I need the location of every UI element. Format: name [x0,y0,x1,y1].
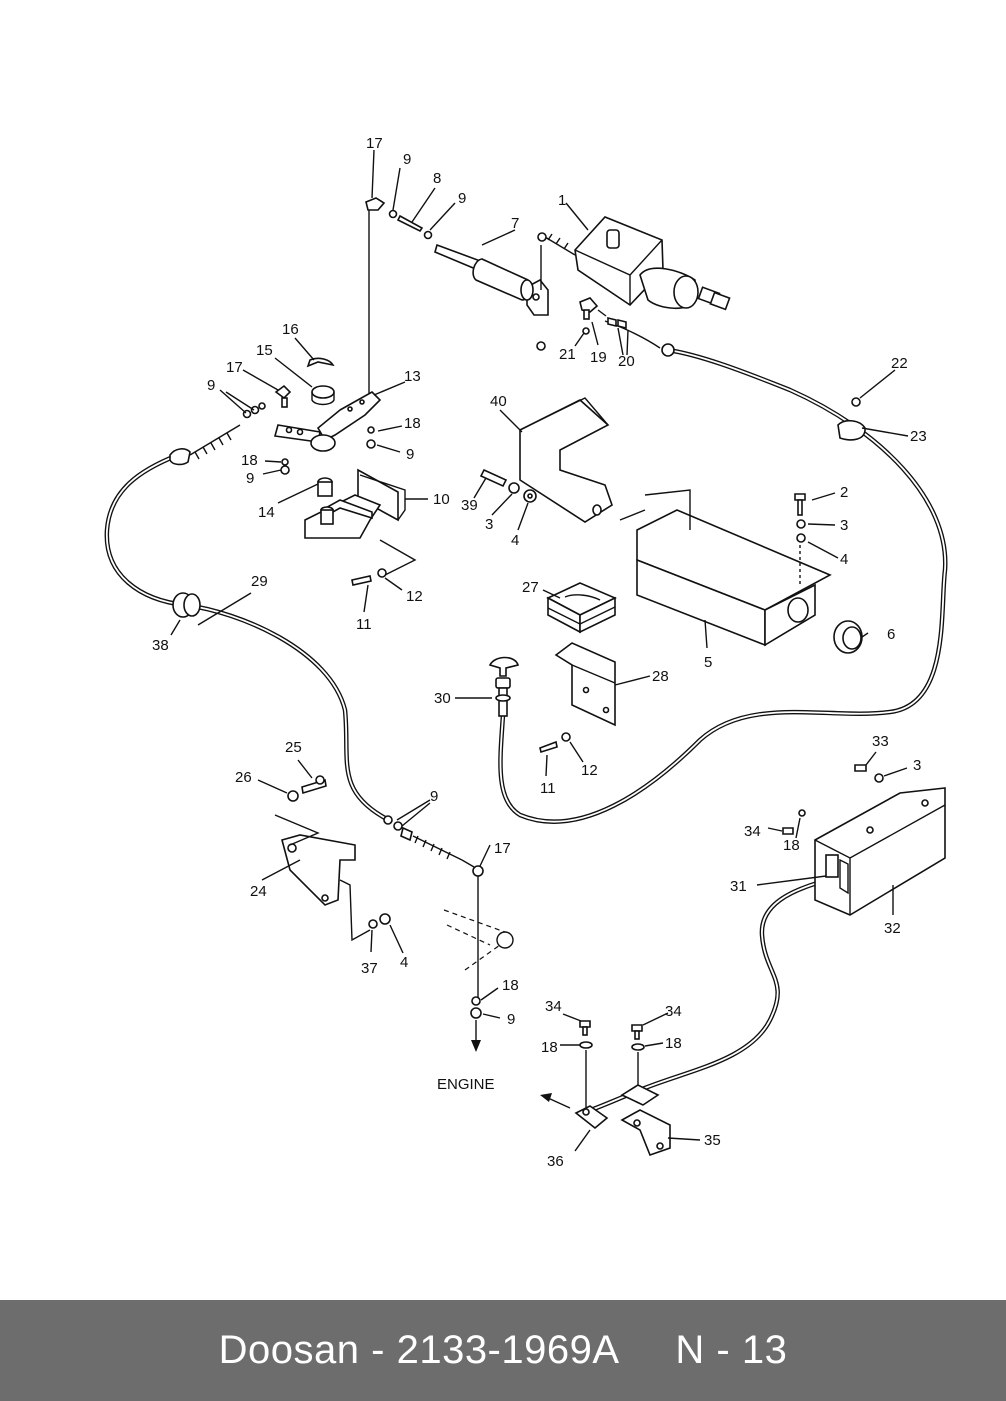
callout-labels: 1 7 9 8 9 17 21 19 20 22 23 16 15 17 9 1… [152,135,927,1170]
callout-9: 9 [246,470,254,487]
callout-23: 23 [910,428,927,445]
callout-29: 29 [251,573,268,590]
callout-13: 13 [404,368,421,385]
callout-1: 1 [558,192,566,209]
callout-25: 25 [285,739,302,756]
callout-16: 16 [282,321,299,338]
t-handle-30 [488,656,520,717]
callout-18: 18 [665,1035,682,1052]
callout-37: 37 [361,960,378,977]
callout-18: 18 [783,837,800,854]
housing-box [619,489,863,654]
callout-15: 15 [256,342,273,359]
callout-9: 9 [406,446,414,463]
callout-40: 40 [490,393,507,410]
callout-14: 14 [258,504,275,521]
cable-31 [582,877,831,1115]
lever-assembly [273,357,382,452]
footer-part-number: Doosan - 2133-1969A N - 13 [218,1328,788,1372]
engine-label: ENGINE [437,1076,495,1093]
footer-bar: Doosan - 2133-1969A N - 13 [0,1300,1006,1401]
callout-32: 32 [884,920,901,937]
callout-4: 4 [840,551,848,568]
callout-9: 9 [403,151,411,168]
bracket-24 [274,775,391,942]
callout-38: 38 [152,637,169,654]
rod-assembly [365,197,534,395]
callout-12: 12 [406,588,423,605]
control-box-32 [782,764,946,916]
callout-34: 34 [744,823,761,840]
callout-17: 17 [226,359,243,376]
solenoid [537,216,731,311]
cable-30 [498,347,948,824]
callout-3: 3 [913,757,921,774]
callout-30: 30 [434,690,451,707]
callout-34: 34 [665,1003,682,1020]
mount-27 [546,582,617,634]
cable-end-lower [383,815,514,1052]
pivot-bracket [304,468,417,586]
grommet-38 [172,592,201,618]
callout-17: 17 [366,135,383,152]
callout-26: 26 [235,769,252,786]
callout-5: 5 [704,654,712,671]
callout-21: 21 [559,346,576,363]
callout-34: 34 [545,998,562,1015]
callout-10: 10 [433,491,450,508]
callout-31: 31 [730,878,747,895]
callout-24: 24 [250,883,267,900]
callout-18: 18 [241,452,258,469]
callout-28: 28 [652,668,669,685]
callout-8: 8 [433,170,441,187]
callout-3: 3 [485,516,493,533]
callout-4: 4 [511,532,519,549]
callout-9: 9 [207,377,215,394]
callout-9: 9 [430,788,438,805]
callout-18: 18 [541,1039,558,1056]
lower-brackets [540,1020,671,1157]
callout-33: 33 [872,733,889,750]
callout-27: 27 [522,579,539,596]
callout-20: 20 [618,353,635,370]
bracket-plate-40 [479,397,613,523]
callout-22: 22 [891,355,908,372]
callout-19: 19 [590,349,607,366]
callout-12: 12 [581,762,598,779]
leader-lines [170,149,909,1152]
callout-6: 6 [887,626,895,643]
callout-2: 2 [840,484,848,501]
callout-35: 35 [704,1132,721,1149]
callout-9: 9 [507,1011,515,1028]
callout-11: 11 [356,616,372,633]
callout-4: 4 [400,954,408,971]
callout-7: 7 [511,215,519,232]
cable-end-left-upper [169,402,290,475]
callout-9: 9 [458,190,466,207]
callout-39: 39 [461,497,478,514]
bracket-28 [539,642,616,754]
callout-17: 17 [494,840,511,857]
callout-11: 11 [540,780,556,797]
callout-18: 18 [404,415,421,432]
callout-18: 18 [502,977,519,994]
callout-36: 36 [547,1153,564,1170]
parts-diagram: 1 7 9 8 9 17 21 19 20 22 23 16 15 17 9 1… [104,135,948,1170]
callout-3: 3 [840,517,848,534]
fittings-19-20-21 [579,297,675,357]
